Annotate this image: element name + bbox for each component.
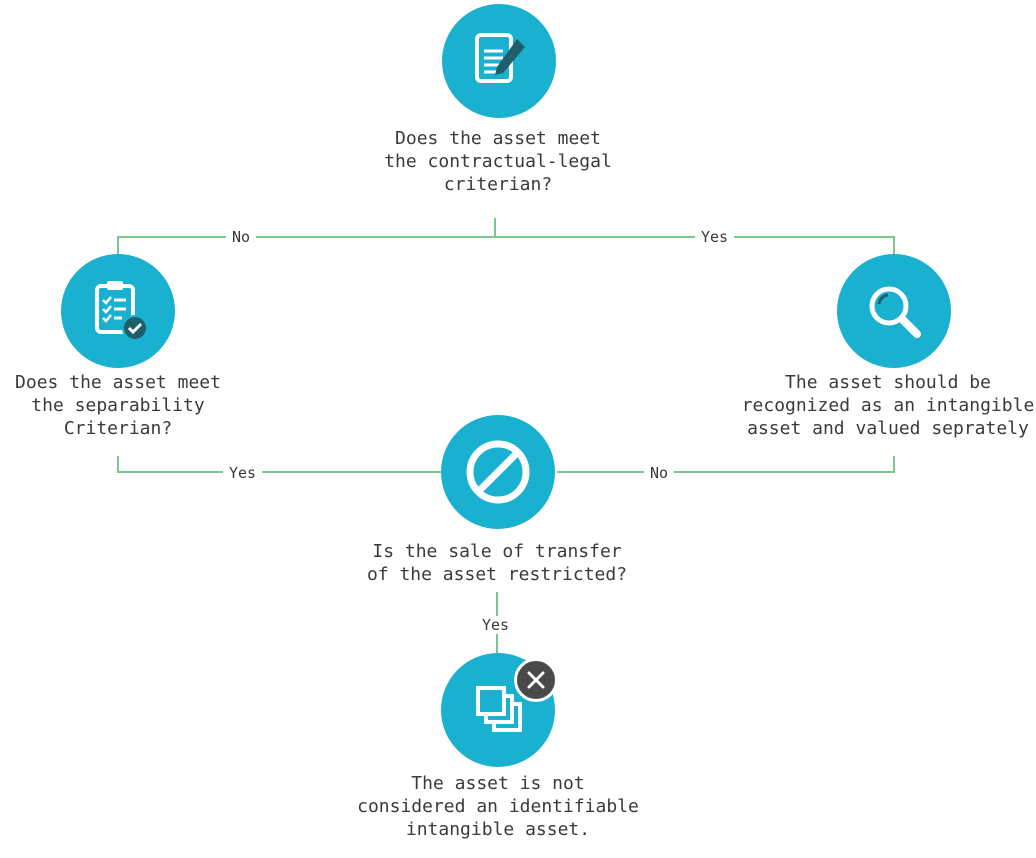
node-restricted-icon [441,415,555,529]
checklist-icon [95,281,148,341]
node-separability-icon [61,254,175,368]
connector-top-left [117,236,495,255]
edge-label-restricted-no: No [644,464,675,482]
edge-label-contractual-yes: Yes [695,228,735,246]
edge-label-contractual-no: No [226,228,257,246]
connector-left-down [117,456,443,473]
edge-label-separability-yes: Yes [223,464,263,482]
close-badge-icon [514,658,558,702]
connector-right-down [557,456,895,473]
node-separability-label: Does the asset meet the separability Cri… [15,372,221,439]
edge-label-restricted-yes: Yes [476,616,516,634]
prohibited-icon [466,440,530,504]
node-restricted-label: Is the sale of transfer of the asset res… [366,541,628,585]
node-recognized-label: The asset should be recognized as an int… [741,372,1035,439]
copy-icon [476,686,522,732]
close-icon [527,671,545,689]
node-contractual-icon [442,4,556,118]
connector-top-right [495,236,895,255]
node-contractual-label: Does the asset meet the contractual-lega… [384,128,612,195]
node-not-identifiable-label: The asset is not considered an identifia… [357,773,639,840]
document-pen-icon [475,33,525,83]
node-recognized-icon [837,254,951,368]
magnifier-icon [869,286,921,338]
